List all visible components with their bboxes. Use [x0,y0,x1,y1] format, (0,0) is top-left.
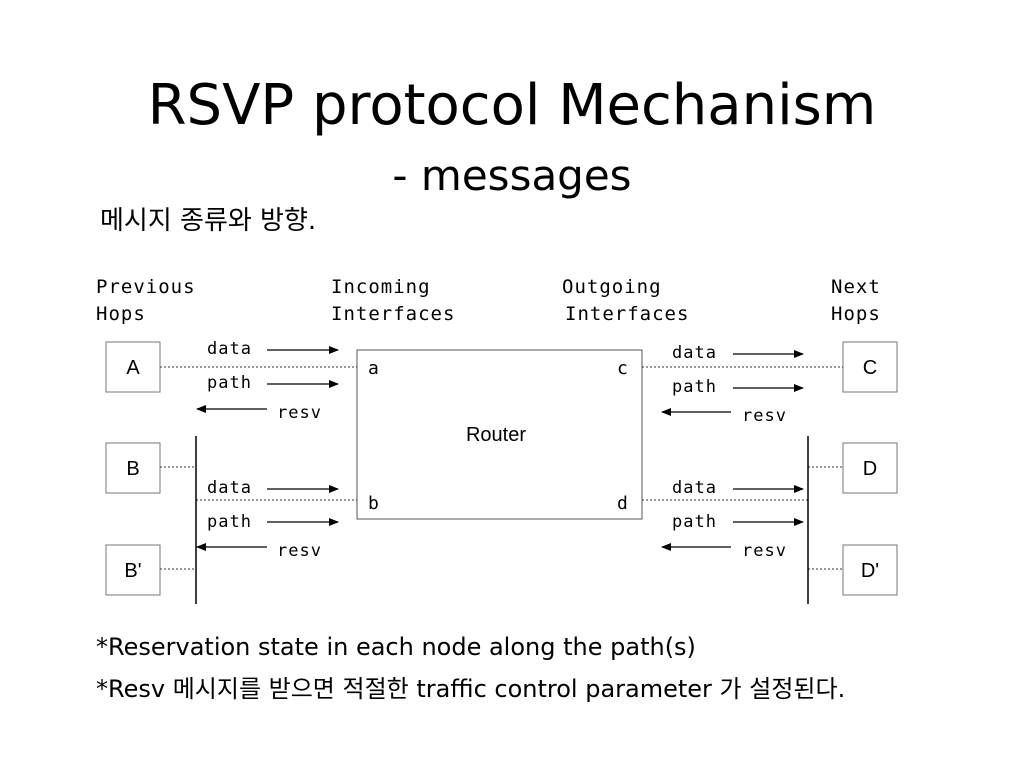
node-b-label: B [126,458,139,480]
port-c-label: c [617,358,628,379]
msg-path-upper-right: path [672,377,717,397]
subheading: 메시지 종류와 방향. [100,206,317,236]
router-label: Router [466,424,526,446]
node-c-label: C [863,357,877,379]
msg-path-lower-left: path [207,512,252,532]
msg-data-lower-right: data [672,478,717,498]
node-d-prime-label: D' [861,560,879,582]
node-c-box [842,341,898,393]
port-b-label: b [368,493,379,514]
col-incoming-line2: Interfaces [331,303,455,325]
bullet-marker: * [96,675,108,703]
col-next-hops-line2: Hops [831,303,881,325]
col-next-hops-line1: Next [831,276,881,298]
msg-resv-lower-left: resv [277,541,322,561]
bullet-reservation-state-text: Reservation state in each node along the… [108,633,696,661]
node-b-box [105,442,161,494]
node-b-prime-label: B' [124,560,141,582]
node-b-prime-box [105,544,161,596]
col-incoming-line1: Incoming [331,276,431,298]
col-previous-hops-line2: Hops [96,303,146,325]
msg-data-upper-left: data [207,339,252,359]
msg-path-upper-left: path [207,373,252,393]
msg-data-upper-right: data [672,343,717,363]
msg-resv-upper-right: resv [742,406,787,426]
slide-title: RSVP protocol Mechanism [147,73,877,138]
node-d-prime-box [842,544,898,596]
msg-path-lower-right: path [672,512,717,532]
msg-resv-upper-left: resv [277,403,322,423]
bullet-marker: * [96,633,108,661]
node-a-box [105,341,161,393]
col-outgoing-line2: Interfaces [565,303,689,325]
node-d-box [842,442,898,494]
node-a-label: A [126,357,140,379]
bullet-reservation-state: *Reservation state in each node along th… [96,630,696,664]
bullet-resv-message: *Resv 메시지를 받으면 적절한 traffic control param… [96,672,916,706]
col-outgoing-line1: Outgoing [562,276,662,298]
node-d-label: D [863,458,877,480]
slide-subtitle: - messages [392,151,632,200]
port-a-label: a [368,358,379,379]
msg-data-lower-left: data [207,478,252,498]
router-box [356,349,643,520]
port-d-label: d [617,493,628,514]
msg-resv-lower-right: resv [742,541,787,561]
bullet-resv-message-text: Resv 메시지를 받으면 적절한 traffic control parame… [108,675,846,703]
col-previous-hops-line1: Previous [96,276,196,298]
